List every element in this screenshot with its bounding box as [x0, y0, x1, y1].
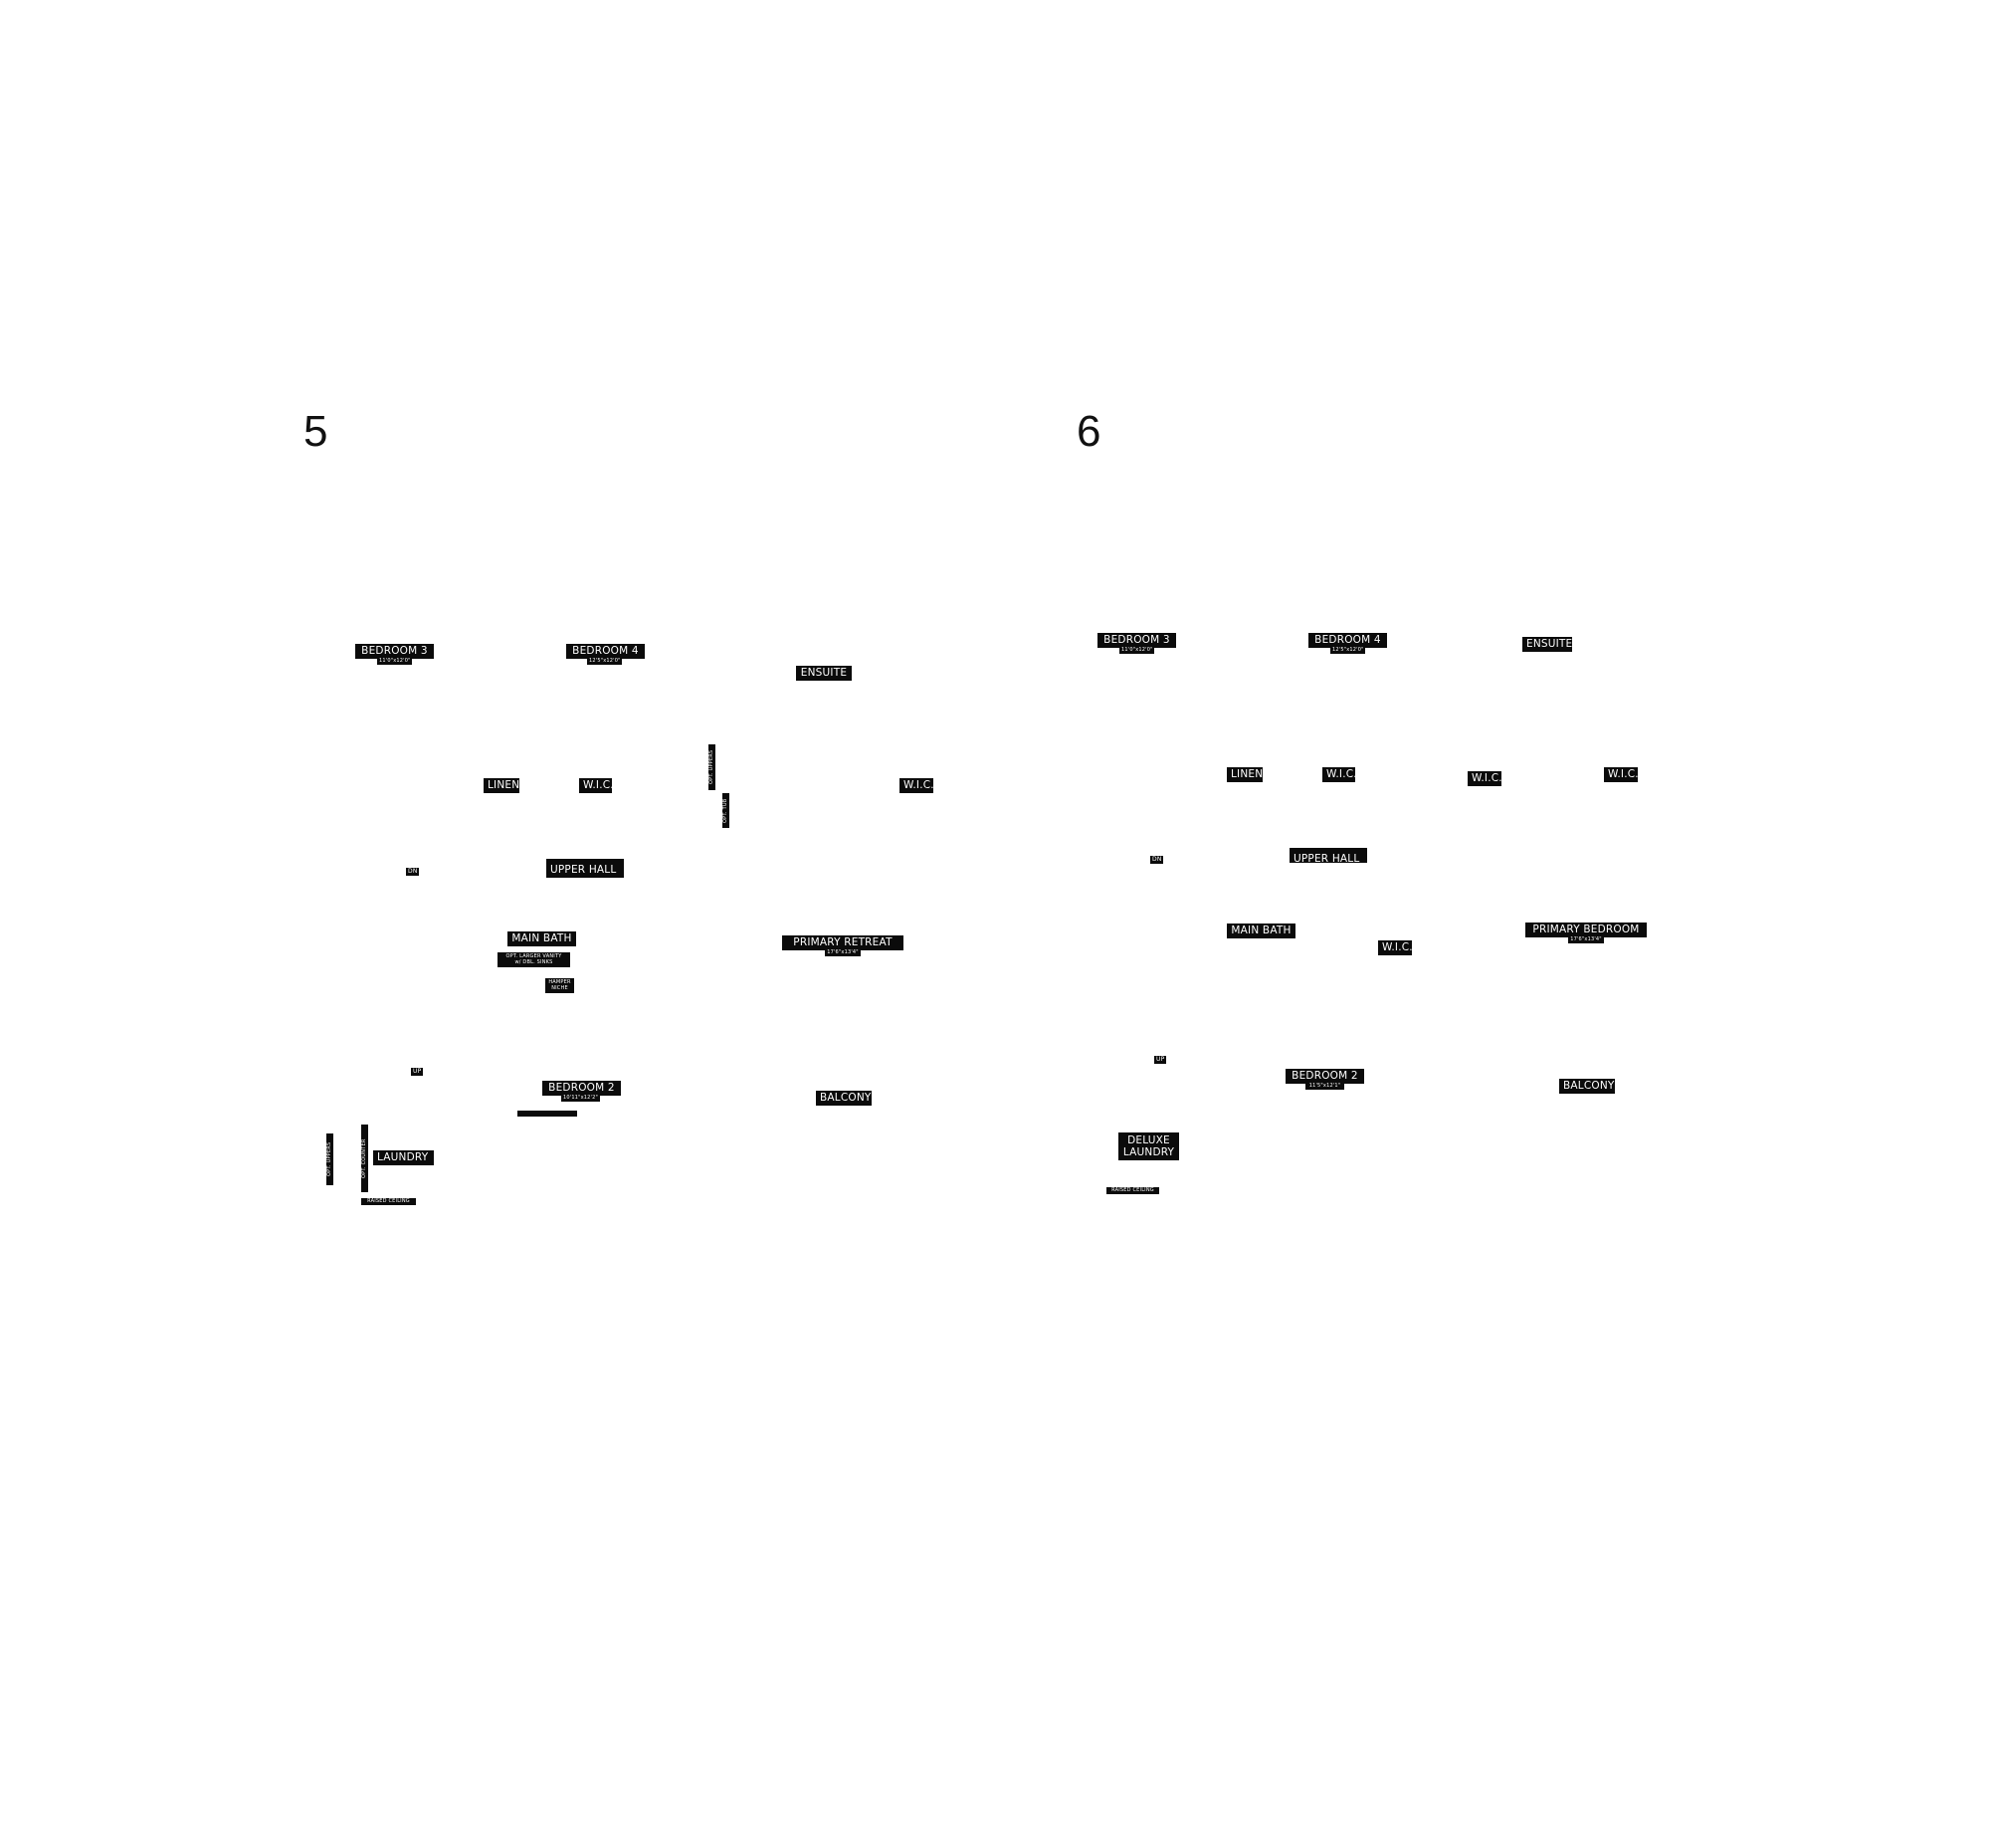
room-label-main-bath: MAIN BATH: [507, 931, 576, 946]
room-label-wic: W.I.C.: [579, 778, 612, 793]
room-label-linen: LINEN: [484, 778, 519, 793]
room-label-upper-hall: UPPER HALL: [546, 859, 624, 878]
room-label-wic: W.I.C.: [1604, 767, 1638, 782]
room-label-wic: W.I.C.: [1468, 771, 1501, 786]
room-dimension: 17'6"x13'4": [825, 949, 861, 956]
room-dimension: 12'5"x12'0": [1330, 647, 1365, 654]
room-label-upper-hall: UPPER HALL: [1290, 848, 1367, 863]
stair-direction-up: UP: [1154, 1056, 1166, 1064]
room-label-bedroom-2: BEDROOM 2: [1286, 1069, 1364, 1084]
room-dimension: 17'6"x13'4": [1568, 936, 1604, 943]
room-label-wic: W.I.C.: [1378, 940, 1412, 955]
room-label-primary-retreat: PRIMARY RETREAT: [782, 935, 903, 950]
room-dimension: 11'0"x12'0": [1119, 647, 1154, 654]
divider-bar: [517, 1111, 577, 1117]
room-dimension: 11'0"x12'0": [377, 658, 412, 665]
stair-direction-up: UP: [411, 1068, 423, 1076]
room-label-wic: W.I.C.: [899, 778, 933, 793]
room-label-wic: W.I.C.: [1322, 767, 1355, 782]
room-label-bedroom-3: BEDROOM 3: [355, 644, 434, 659]
note-hamper-niche: HAMPER NICHE: [545, 978, 574, 993]
room-label-main-bath: MAIN BATH: [1227, 924, 1295, 938]
note-raised-ceiling: RAISED CEILING: [361, 1198, 416, 1205]
room-label-linen: LINEN: [1227, 767, 1263, 782]
room-label-balcony: BALCONY: [1559, 1079, 1615, 1094]
stair-direction-down: DN: [406, 868, 419, 876]
room-label-ensuite: ENSUITE: [796, 666, 852, 681]
room-label-bedroom-4: BEDROOM 4: [1308, 633, 1387, 648]
room-dimension: 11'5"x12'1": [1305, 1083, 1344, 1090]
stair-direction-down: DN: [1150, 856, 1163, 864]
note-raised-ceiling: RAISED CEILING: [1106, 1187, 1159, 1194]
room-label-primary-bedroom: PRIMARY BEDROOM: [1525, 923, 1647, 937]
plan-number: 5: [303, 407, 328, 456]
room-dimension: 12'5"x12'0": [587, 658, 622, 665]
note-opt-larger-vanity: OPT. LARGER VANITY w/ DBL. SINKS: [498, 952, 570, 967]
room-label-bedroom-2: BEDROOM 2: [542, 1081, 621, 1096]
room-label-deluxe-laundry: DELUXE LAUNDRY: [1118, 1132, 1179, 1160]
room-label-ensuite: ENSUITE: [1522, 637, 1572, 652]
room-label-bedroom-3: BEDROOM 3: [1097, 633, 1176, 648]
room-dimension: 10'11"x12'2": [561, 1095, 600, 1102]
plan-number: 6: [1077, 407, 1101, 456]
room-label-balcony: BALCONY: [816, 1091, 872, 1106]
room-label-laundry: LAUNDRY: [373, 1150, 434, 1165]
room-label-bedroom-4: BEDROOM 4: [566, 644, 645, 659]
